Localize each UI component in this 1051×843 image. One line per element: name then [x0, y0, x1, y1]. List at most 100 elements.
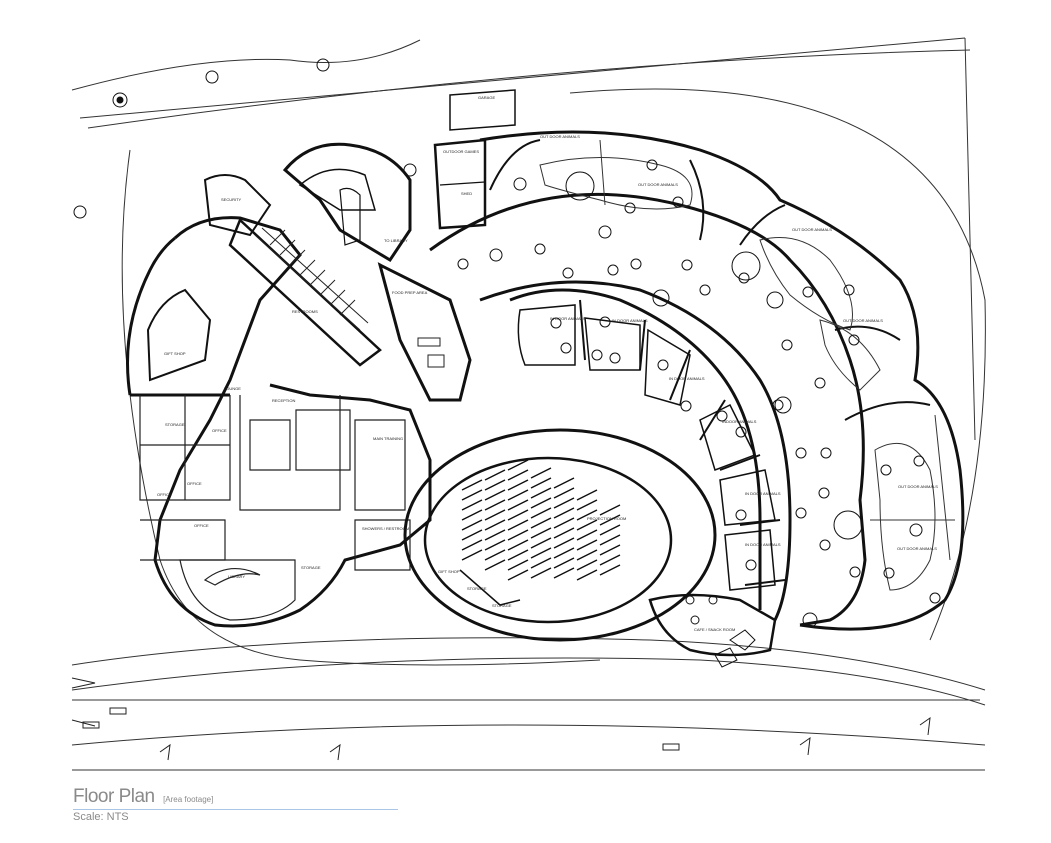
seat-row: [576, 549, 598, 561]
seat-row: [530, 507, 552, 519]
seat-row: [553, 487, 575, 499]
caption-title: Floor Plan: [73, 786, 155, 807]
seat-row: [484, 529, 506, 541]
seat-row: [484, 499, 506, 511]
auditorium: [403, 428, 717, 642]
restroom-stalls: [254, 227, 445, 368]
room-labels: GARAGE OUTDOOR GAMES SHED SECURITY TO LI…: [157, 95, 938, 632]
room-label-cafe: CAFE / SNACK ROOM: [694, 627, 735, 632]
auditorium-seats: [461, 459, 621, 581]
room-label-indoor-6: IN DOOR ANIMALS: [745, 542, 781, 547]
room-label-outdoor-games: OUTDOOR GAMES: [443, 149, 479, 154]
room-label-reception: RECEPTION: [272, 398, 295, 403]
room-label-office-3: OFFICE: [157, 492, 172, 497]
seat-row: [599, 544, 621, 556]
room-label-indoor-5: IN DOOR ANIMALS: [745, 491, 781, 496]
restroom-wing: [228, 142, 472, 402]
seat-row: [553, 567, 575, 579]
seat-row: [599, 534, 621, 546]
left-wing-rooms: [139, 395, 411, 621]
seat-row: [576, 519, 598, 531]
room-label-indoor-1: IN DOOR ANIMALS: [550, 316, 586, 321]
seat-row: [461, 489, 483, 501]
seat-row: [461, 529, 483, 541]
room-label-shed: SHED: [461, 191, 472, 196]
exhibit-trees: [403, 159, 941, 628]
site-lines: [71, 37, 986, 771]
plan-caption: Floor Plan [Area footage] Scale: NTS: [73, 786, 403, 823]
seat-row: [507, 509, 529, 521]
room-label-gift-shop: GIFT SHOP: [164, 351, 186, 356]
seat-row: [530, 567, 552, 579]
seat-row: [507, 529, 529, 541]
seat-row: [553, 497, 575, 509]
seat-row: [530, 527, 552, 539]
seat-row: [553, 537, 575, 549]
seat-row: [530, 497, 552, 509]
ground-details: [71, 677, 931, 761]
seat-row: [553, 557, 575, 569]
seat-row: [553, 507, 575, 519]
room-label-outdoor-6: OUT DOOR ANIMALS: [897, 546, 937, 551]
seat-row: [484, 469, 506, 481]
seat-row: [461, 539, 483, 551]
cafe-area: [648, 593, 777, 668]
seat-row: [507, 469, 529, 481]
room-label-pg-storage: STORAGE: [492, 603, 512, 608]
seat-row: [484, 479, 506, 491]
room-label-lounge: LOUNGE: [224, 386, 241, 391]
seat-row: [530, 537, 552, 549]
room-label-storage-2: STORAGE: [301, 565, 321, 570]
seat-row: [484, 549, 506, 561]
room-label-indoor-2: IN DOOR ANIMALS: [612, 318, 648, 323]
seat-row: [576, 559, 598, 571]
seat-row: [484, 539, 506, 551]
seat-row: [599, 564, 621, 576]
seat-row: [461, 509, 483, 521]
seat-row: [461, 479, 483, 491]
seat-row: [576, 509, 598, 521]
seat-row: [530, 517, 552, 529]
seat-row: [507, 559, 529, 571]
left-wing: [126, 174, 432, 628]
room-label-indoor-4: INDOOR ANIMALS: [722, 419, 757, 424]
room-label-showers: SHOWERS / RESTROOM: [362, 526, 409, 531]
seat-row: [507, 539, 529, 551]
seat-row: [599, 524, 621, 536]
room-label-to-library: TO LIBRARY: [384, 238, 408, 243]
seat-row: [507, 499, 529, 511]
seat-row: [576, 529, 598, 541]
seat-row: [530, 547, 552, 559]
seat-row: [461, 519, 483, 531]
seat-row: [576, 569, 598, 581]
room-label-storage: STORAGE: [165, 422, 185, 427]
seat-row: [553, 477, 575, 489]
room-label-security: SECURITY: [221, 197, 242, 202]
seat-row: [484, 509, 506, 521]
seat-row: [507, 569, 529, 581]
room-label-restrooms: RESTROOMS: [292, 309, 318, 314]
garage-shed: [433, 89, 516, 230]
seat-row: [530, 477, 552, 489]
seat-row: [461, 499, 483, 511]
seat-row: [484, 559, 506, 571]
seat-row: [507, 489, 529, 501]
seat-row: [507, 519, 529, 531]
exhibit-dividers: [489, 139, 931, 591]
site-trees: [73, 58, 330, 219]
room-label-storage-3: STORAGE: [467, 586, 487, 591]
room-label-outdoor-1: OUT DOOR ANIMALS: [540, 134, 580, 139]
seat-row: [530, 487, 552, 499]
room-label-main-training: MAIN TRAINING: [373, 436, 403, 441]
seat-row: [553, 547, 575, 559]
room-label-food-prep: FOOD PREP AREA: [392, 290, 428, 295]
room-label-indoor-3: IN DOOR ANIMALS: [669, 376, 705, 381]
room-label-projection: PROJECTION ROOM: [587, 516, 626, 521]
exhibit-inner-paths: [539, 139, 955, 591]
room-label-outdoor-2: OUT DOOR ANIMALS: [638, 182, 678, 187]
seat-row: [530, 557, 552, 569]
room-label-garage: GARAGE: [478, 95, 495, 100]
seat-row: [507, 549, 529, 561]
room-label-office-1: OFFICE: [212, 428, 227, 433]
room-label-outdoor-5: OUT DOOR ANIMALS: [898, 484, 938, 489]
